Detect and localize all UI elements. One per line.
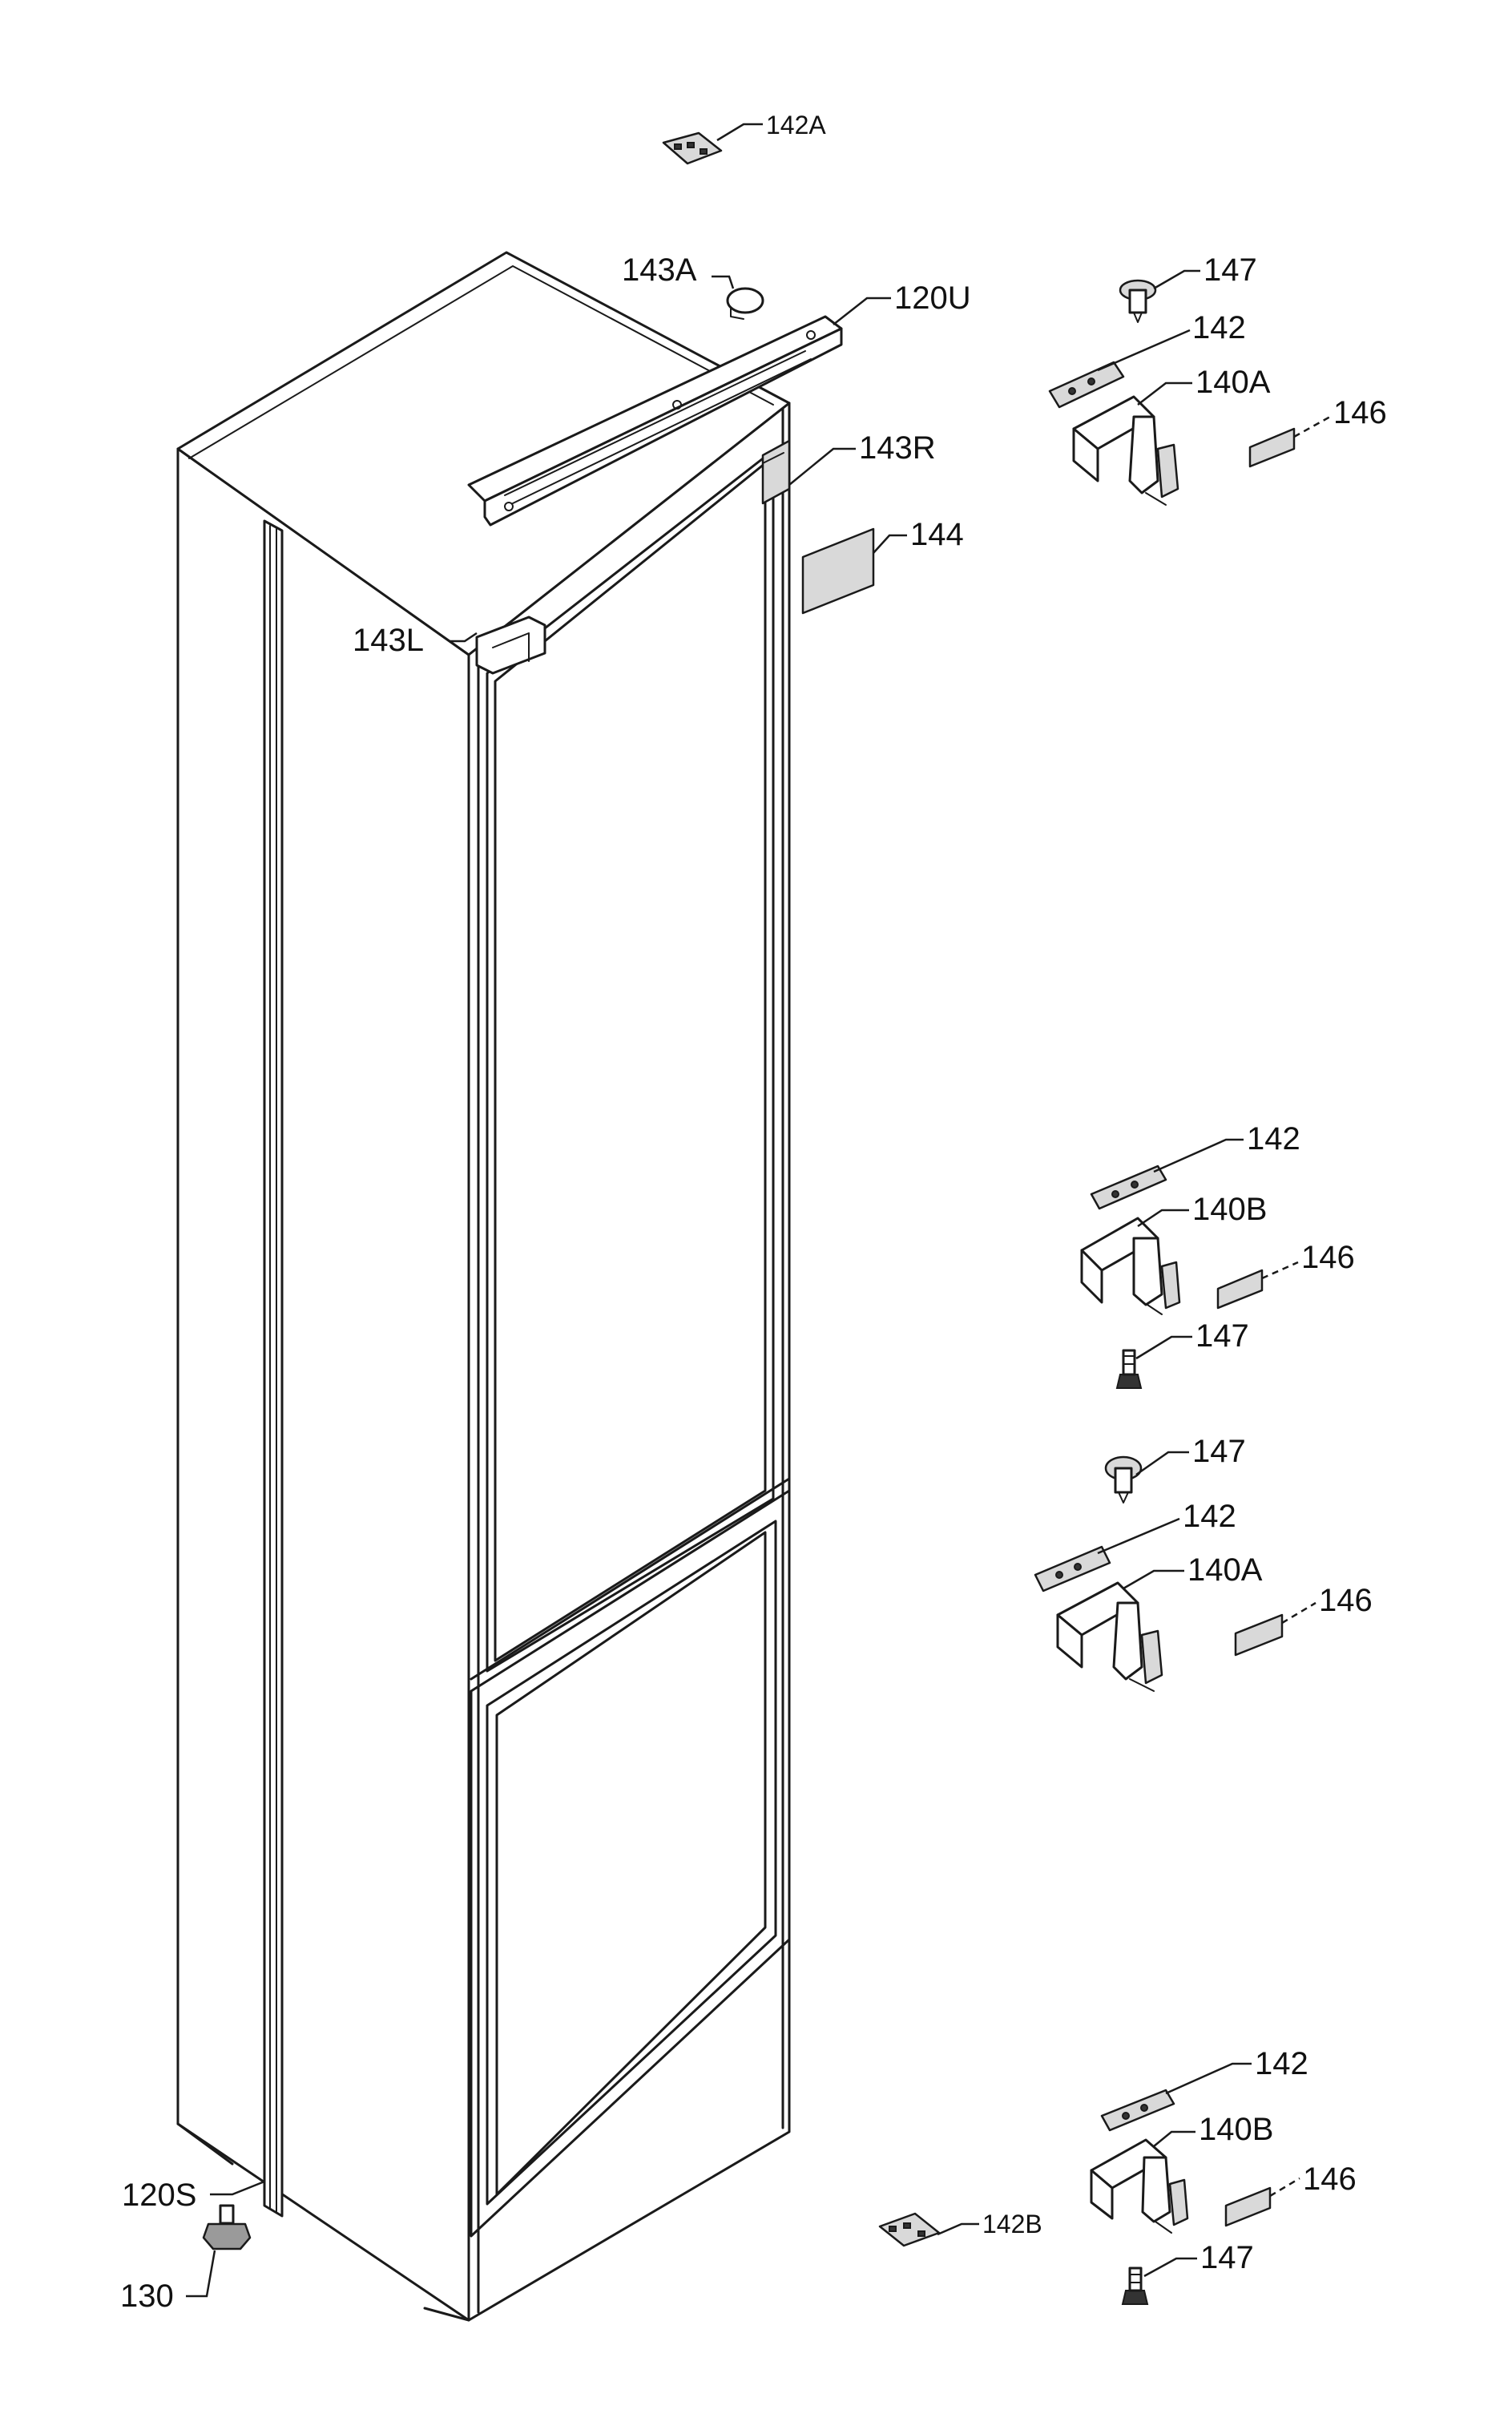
leveling-foot-130	[202, 2204, 252, 2250]
plate-146-set3	[1234, 1613, 1284, 1657]
bar-142-set3	[1034, 1545, 1111, 1592]
reference-labels: 142A 143A 120U 147 142 140A 146 143R 144…	[120, 111, 1387, 2314]
cabinet-bottom-left-edge	[176, 2122, 234, 2166]
label-143L: 143L	[353, 623, 424, 658]
leader-lines	[186, 123, 1331, 2298]
pin-147-set2	[1115, 1349, 1143, 1389]
label-142-set3: 142	[1183, 1499, 1236, 1534]
hinge-140A-set3	[1056, 1581, 1163, 1692]
label-146-set2: 146	[1301, 1240, 1355, 1275]
label-120S: 120S	[122, 2178, 196, 2213]
label-142-set1: 142	[1192, 310, 1246, 345]
corner-clip-143L	[475, 616, 546, 675]
label-142-set2: 142	[1247, 1121, 1300, 1156]
label-146-set1: 146	[1333, 395, 1387, 430]
lower-door-panel	[470, 1477, 791, 2238]
label-147-set2: 147	[1195, 1318, 1249, 1354]
hinge-140B-set2	[1080, 1217, 1181, 1315]
label-144: 144	[910, 517, 964, 552]
bar-142-set4	[1100, 2089, 1175, 2132]
label-140B-set4: 140B	[1199, 2112, 1273, 2147]
top-rail-120U	[467, 315, 843, 527]
pin-147-set4	[1121, 2266, 1149, 2305]
cabinet-side-face	[176, 447, 470, 2322]
pin-147-set3	[1104, 1455, 1143, 1504]
label-143R: 143R	[859, 430, 936, 466]
label-140A-set3: 140A	[1187, 1552, 1263, 1588]
label-147-set3: 147	[1192, 1434, 1246, 1469]
label-130: 130	[120, 2279, 174, 2314]
cabinet-body	[176, 251, 791, 2322]
hinge-set-3	[1034, 1455, 1284, 1692]
plate-146-set1	[1248, 427, 1296, 468]
label-146-set3: 146	[1319, 1583, 1373, 1618]
hinge-set-2	[1080, 1165, 1264, 1389]
label-120U: 120U	[894, 281, 971, 316]
hinge-140B-set4	[1090, 2138, 1189, 2234]
label-plate-144	[801, 527, 875, 615]
plate-146-set2	[1216, 1269, 1264, 1310]
upper-door-panel	[486, 449, 775, 1673]
cabinet-front-face	[467, 402, 791, 2322]
hinge-set-4	[1090, 2089, 1272, 2305]
plate-146-set4	[1224, 2186, 1272, 2227]
pin-147-set1	[1119, 279, 1157, 323]
label-143A: 143A	[622, 252, 697, 288]
corner-clip-143R	[761, 439, 791, 505]
part-142B	[878, 2212, 941, 2247]
label-147-set4: 147	[1200, 2240, 1254, 2275]
label-142-set4: 142	[1255, 2046, 1308, 2081]
part-142A	[662, 131, 723, 165]
label-140A-set1: 140A	[1195, 365, 1271, 400]
bar-142-set2	[1090, 1165, 1167, 1210]
label-140B-set2: 140B	[1192, 1192, 1267, 1227]
side-trim-strip-120S	[263, 519, 284, 2218]
top-cap-143A	[726, 287, 764, 320]
bar-142-set1	[1048, 361, 1125, 409]
label-142B: 142B	[982, 2210, 1042, 2238]
label-147-set1: 147	[1204, 252, 1257, 288]
label-146-set4: 146	[1303, 2162, 1357, 2197]
hinge-set-1	[1048, 279, 1296, 506]
hinge-140A-set1	[1072, 395, 1179, 506]
label-142A: 142A	[766, 111, 826, 139]
